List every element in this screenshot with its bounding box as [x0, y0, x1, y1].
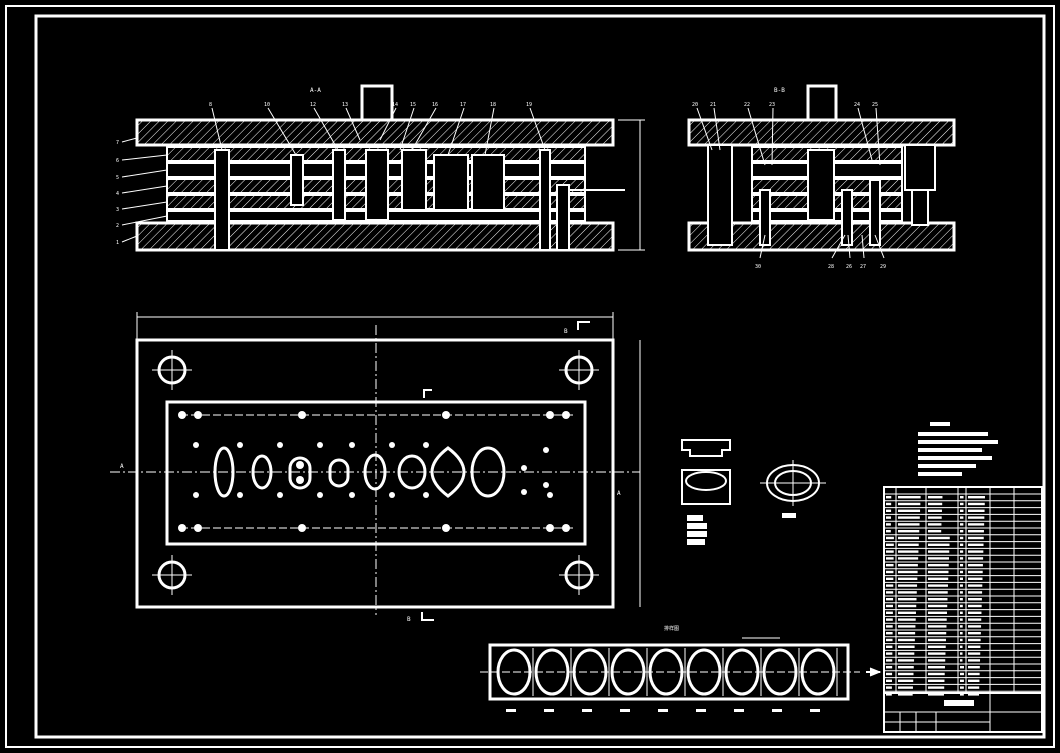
callout-3: 3	[116, 207, 119, 213]
technical-notes	[918, 422, 998, 476]
section-mark-a-right: A	[617, 490, 621, 497]
callout-14: 14	[392, 102, 398, 108]
callout-28: 28	[828, 264, 834, 270]
callout-26: 26	[846, 264, 852, 270]
callout-10: 10	[264, 102, 270, 108]
callout-2: 2	[116, 223, 119, 229]
part-detail-views	[681, 439, 826, 545]
callout-15: 15	[410, 102, 416, 108]
callout-7: 7	[116, 140, 119, 146]
callout-23: 23	[769, 102, 775, 108]
left-callout-leaders	[121, 137, 168, 243]
section-mark-b-bottom: B	[407, 616, 411, 623]
callout-8: 8	[209, 102, 212, 108]
callout-5: 5	[116, 175, 119, 181]
callout-21: 21	[710, 102, 716, 108]
callout-30: 30	[755, 264, 761, 270]
plan-view: A A B B	[110, 312, 641, 623]
section-a-a-view: A-A	[116, 84, 645, 252]
callout-25: 25	[872, 102, 878, 108]
section-bb-title: B-B	[774, 87, 785, 94]
top-callout-leaders	[211, 107, 546, 156]
section-aa-title: A-A	[310, 87, 321, 94]
bill-of-materials	[883, 486, 1043, 733]
callout-22: 22	[744, 102, 750, 108]
callout-24: 24	[854, 102, 860, 108]
callout-17: 17	[460, 102, 466, 108]
callout-12: 12	[310, 102, 316, 108]
callout-27: 27	[860, 264, 866, 270]
callout-20: 20	[692, 102, 698, 108]
callout-1: 1	[116, 240, 119, 246]
callout-13: 13	[342, 102, 348, 108]
callout-18: 18	[490, 102, 496, 108]
callout-19: 19	[526, 102, 532, 108]
outer-border	[5, 5, 1055, 748]
callout-4: 4	[116, 191, 119, 197]
section-mark-b-top: B	[564, 328, 568, 335]
callout-6: 6	[116, 158, 119, 164]
callout-16: 16	[432, 102, 438, 108]
strip-layout: 排样图	[480, 625, 882, 712]
section-b-b-view: B-B 20 21 22 23 24	[687, 84, 956, 270]
inner-border	[34, 14, 1046, 739]
callout-29: 29	[880, 264, 886, 270]
strip-title: 排样图	[664, 625, 679, 632]
section-mark-a-left: A	[120, 463, 124, 470]
